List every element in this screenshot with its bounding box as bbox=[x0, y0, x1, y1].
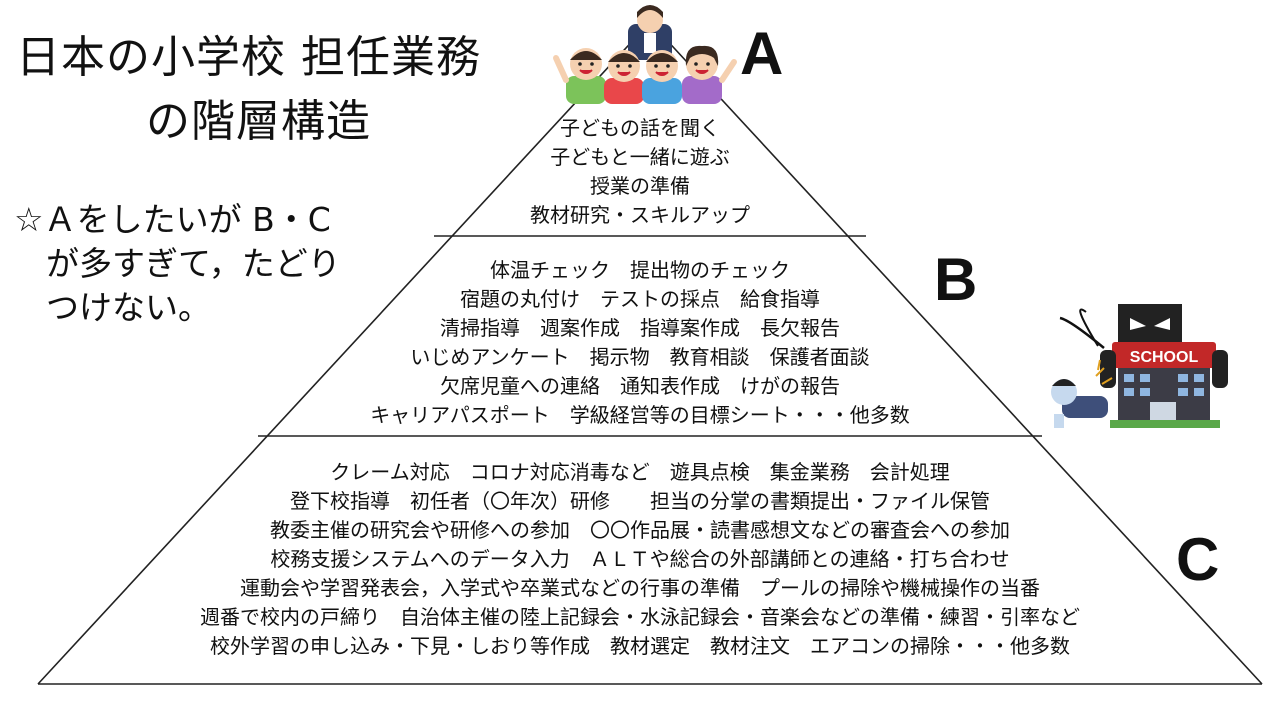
child-1 bbox=[566, 48, 606, 104]
tier-b-task: 体温チェック 提出物のチェック bbox=[490, 258, 790, 282]
children-illustration bbox=[553, 45, 737, 104]
tier-a-task: 授業の準備 bbox=[590, 174, 690, 198]
tier-b-tasks: 体温チェック 提出物のチェック 宿題の丸付け テストの採点 給食指導 清掃指導 … bbox=[300, 256, 980, 430]
child-4 bbox=[682, 45, 722, 104]
tier-c-task: 運動会や学習発表会，入学式や卒業式などの行事の準備 プールの掃除や機械操作の当番 bbox=[240, 576, 1040, 600]
collapsed-teacher-illustration bbox=[1051, 359, 1113, 428]
tier-a-task: 子どもと一緒に遊ぶ bbox=[550, 145, 730, 169]
note-line-1: ☆Ａをしたいが B・C bbox=[14, 200, 331, 239]
child-2 bbox=[604, 50, 644, 104]
tier-b-task: 宿題の丸付け テストの採点 給食指導 bbox=[460, 287, 820, 311]
title-line-1: 日本の小学校 担任業務 bbox=[16, 32, 481, 83]
whip bbox=[1059, 316, 1105, 349]
school-sign-text: SCHOOL bbox=[1130, 349, 1199, 366]
note-line-2: が多すぎて，たどり bbox=[46, 244, 341, 283]
tier-b-task: キャリアパスポート 学級経営等の目標シート・・・他多数 bbox=[370, 403, 910, 427]
tier-b-task: 清掃指導 週案作成 指導案作成 長欠報告 bbox=[440, 316, 840, 340]
tier-c-task: 登下校指導 初任者（〇年次）研修 担当の分掌の書類提出・ファイル保管 bbox=[290, 489, 990, 513]
child-3 bbox=[642, 50, 682, 104]
tier-b-task: いじめアンケート 掲示物 教育相談 保護者面談 bbox=[410, 345, 870, 369]
school-monster-illustration: SCHOOL bbox=[1059, 304, 1228, 428]
tier-a-task: 教材研究・スキルアップ bbox=[530, 203, 750, 227]
tier-c-task: 校務支援システムへのデータ入力 ＡＬＴや総合の外部講師との連絡・打ち合わせ bbox=[270, 547, 1010, 571]
tier-c-task: 週番で校内の戸締り 自治体主催の陸上記録会・水泳記録会・音楽会などの準備・練習・… bbox=[200, 605, 1080, 629]
tier-a-label: A bbox=[740, 20, 784, 87]
tier-a-task: 子どもの話を聞く bbox=[560, 116, 720, 140]
tier-c-task: 教委主催の研究会や研修への参加 〇〇作品展・読書感想文などの審査会への参加 bbox=[270, 518, 1010, 542]
tier-c-label: C bbox=[1176, 526, 1220, 593]
tier-c-task: 校外学習の申し込み・下見・しおり等作成 教材選定 教材注文 エアコンの掃除・・・… bbox=[210, 634, 1070, 658]
tier-c-tasks: クレーム対応 コロナ対応消毒など 遊具点検 集金業務 会計処理 登下校指導 初任… bbox=[80, 458, 1200, 661]
pyramid-outline bbox=[37, 21, 1263, 685]
tier-b-task: 欠席児童への連絡 通知表作成 けがの報告 bbox=[440, 374, 840, 398]
tier-b-label: B bbox=[934, 246, 978, 313]
tier-a-tasks: 子どもの話を聞く 子どもと一緒に遊ぶ 授業の準備 教材研究・スキルアップ bbox=[440, 114, 840, 230]
note-line-3: つけない。 bbox=[46, 288, 211, 327]
title-line-2: の階層構造 bbox=[146, 96, 371, 147]
tier-c-task: クレーム対応 コロナ対応消毒など 遊具点検 集金業務 会計処理 bbox=[330, 460, 950, 484]
